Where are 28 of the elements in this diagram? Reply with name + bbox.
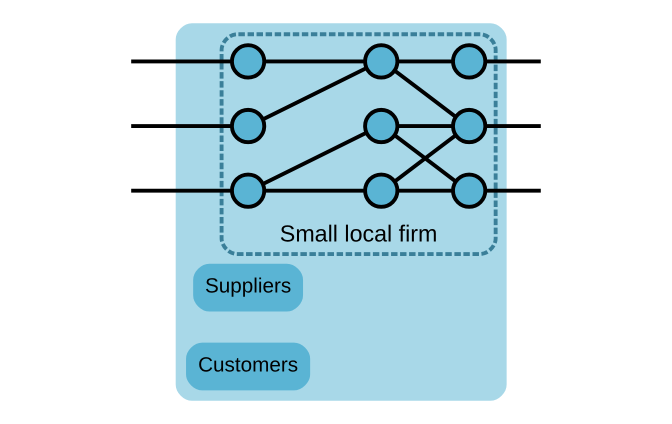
node-circle xyxy=(230,172,266,209)
node-box: Suppliers xyxy=(193,264,304,312)
connector xyxy=(262,131,368,186)
connector xyxy=(394,134,457,183)
connector xyxy=(398,124,453,128)
connector xyxy=(485,59,541,64)
connector xyxy=(485,188,541,193)
connector xyxy=(264,188,365,193)
node-circle xyxy=(451,172,488,209)
node-circle xyxy=(363,172,400,209)
node-circle xyxy=(230,43,266,80)
node-box: Customers xyxy=(186,342,310,390)
node-circle xyxy=(363,108,400,144)
node-circle xyxy=(451,108,488,144)
connector xyxy=(485,124,541,128)
connector xyxy=(131,59,232,64)
connector xyxy=(262,66,368,122)
node-circle xyxy=(363,43,400,80)
node-circle xyxy=(230,108,266,144)
connector xyxy=(398,188,453,193)
connector xyxy=(398,59,453,64)
node-circle xyxy=(451,43,488,80)
connector xyxy=(394,69,457,118)
connector xyxy=(131,188,232,193)
cluster: Small local firm xyxy=(220,32,498,256)
connector xyxy=(264,59,365,64)
cluster xyxy=(176,23,507,401)
connector xyxy=(131,124,232,128)
